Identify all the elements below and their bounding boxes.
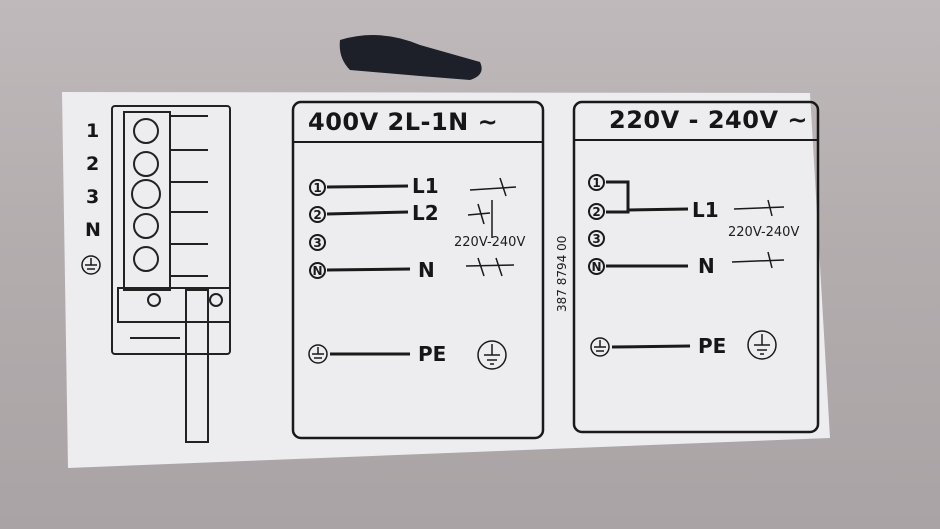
pe-earth-symbol-400v <box>308 344 328 364</box>
box-400v-earth-symbol <box>477 340 507 370</box>
box-220v-title: 220V - 240V ~ <box>609 106 808 134</box>
terminal-block-drawing <box>111 105 231 443</box>
box-220v-circle-1: 1 <box>588 174 605 191</box>
terminal-label-n: N <box>85 219 101 241</box>
terminal-label-3: 3 <box>86 186 100 208</box>
box-400v-voltage-marks <box>465 177 517 277</box>
box-220v-circle-2: 2 <box>588 203 605 220</box>
box-400v-circle-1: 1 <box>309 179 326 196</box>
box-220v-wires <box>606 180 691 349</box>
box-400v-circle-2: 2 <box>309 206 326 223</box>
box-220v-voltage-note: 220V-240V <box>728 225 800 240</box>
label-sticker <box>62 92 830 468</box>
tape-piece <box>339 35 482 80</box>
box-400v-pe-label: PE <box>418 342 447 366</box>
box-400v-wire-l2: L2 <box>412 201 439 225</box>
box-220v-pe-label: PE <box>698 334 727 358</box>
box-220v-earth-symbol <box>747 330 777 360</box>
box-400v-frame <box>291 100 545 440</box>
terminal-label-1: 1 <box>86 120 100 142</box>
box-400v-wire-l1: L1 <box>412 174 439 198</box>
pe-earth-symbol-220v <box>590 337 610 357</box>
box-220v-circle-3: 3 <box>588 230 605 247</box>
box-220v-frame <box>572 100 820 434</box>
box-220v-wire-l1: L1 <box>692 198 719 222</box>
box-220v-wire-n: N <box>698 254 715 278</box>
terminal-label-2: 2 <box>86 153 100 175</box>
box-400v-title: 400V 2L-1N ~ <box>308 108 499 136</box>
box-400v-circle-3: 3 <box>309 234 326 251</box>
box-400v-circle-n: N <box>309 262 326 279</box>
box-400v-voltage-note: 220V-240V <box>454 235 526 250</box>
terminal-earth-symbol <box>81 255 101 275</box>
box-400v-wire-n: N <box>418 258 435 282</box>
part-number: 387 8794 00 <box>555 235 569 312</box>
box-220v-circle-n: N <box>588 258 605 275</box>
box-400v-wires <box>326 184 411 356</box>
box-220v-voltage-marks <box>731 199 785 269</box>
